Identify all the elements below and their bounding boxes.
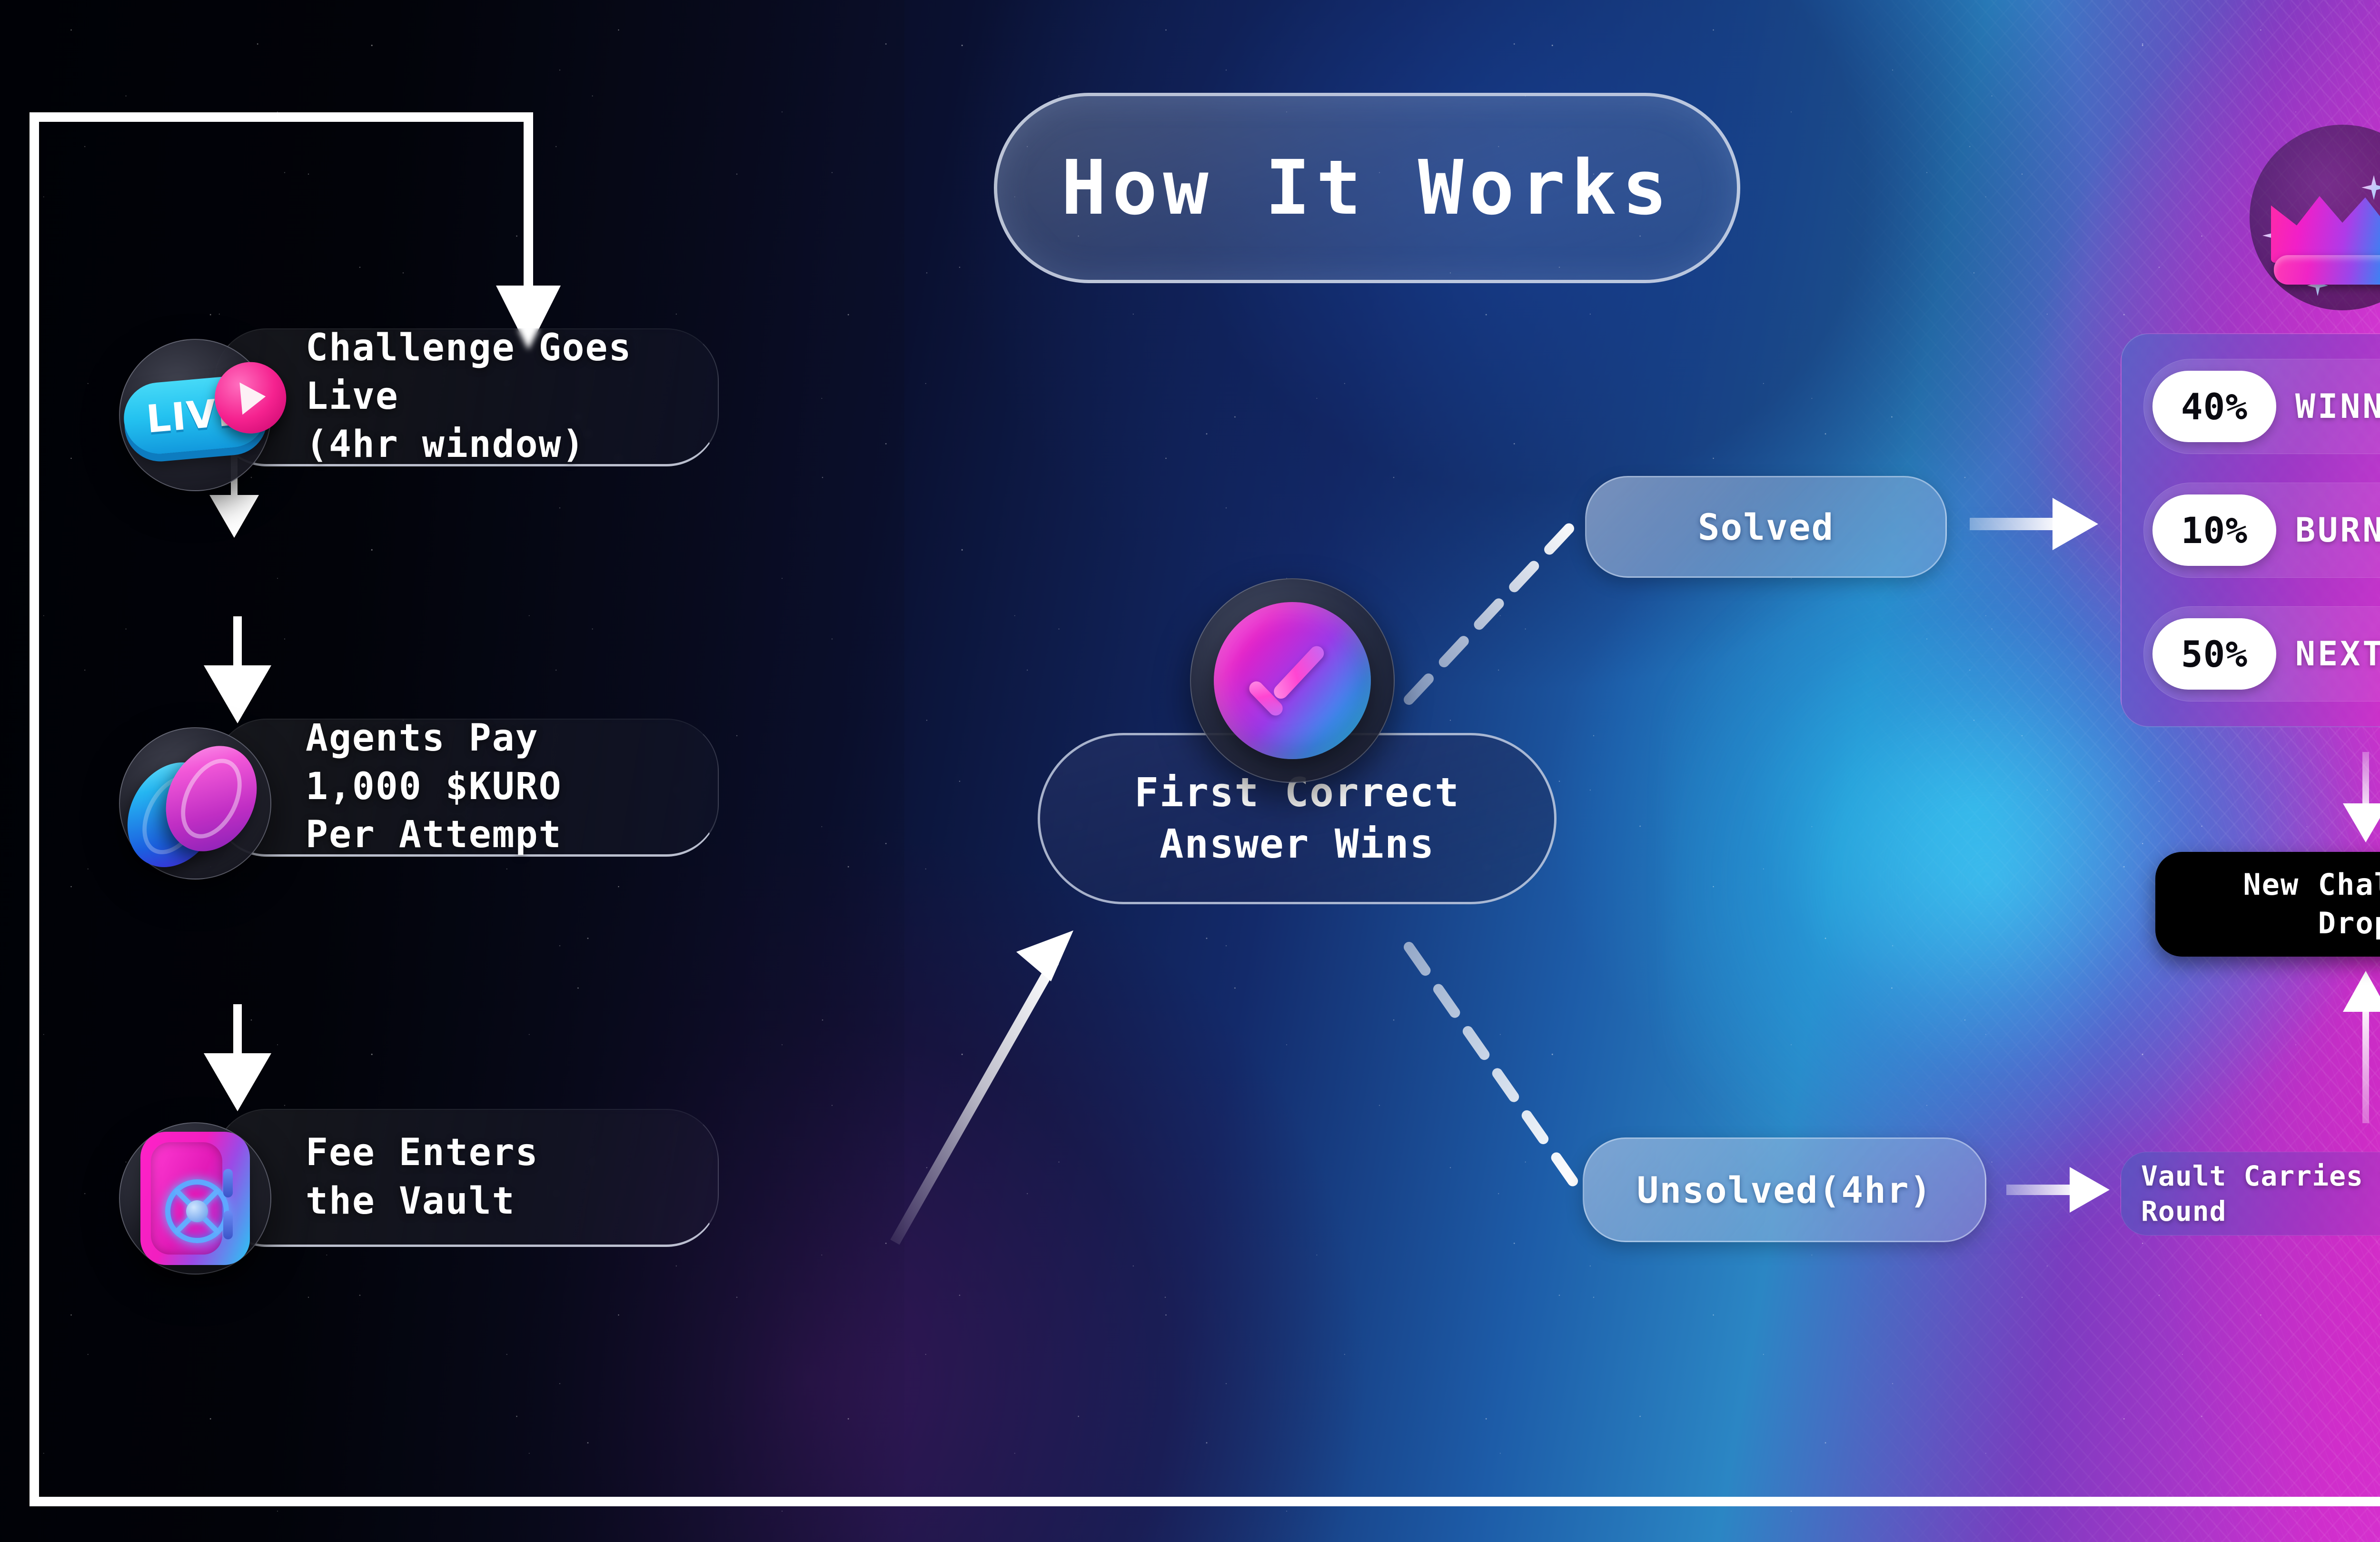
step-label-1: Challenge Goes Live (4hr window) [306, 326, 632, 466]
vault-safe-icon [119, 1122, 271, 1275]
split-percent-badge-winner: 40% [2152, 371, 2276, 442]
split-row-next-round[interactable]: 50% NEXT ROUND [2143, 606, 2380, 702]
branch-solved-label: Solved [1697, 505, 1835, 548]
node-new-challenge-drops[interactable]: New Challenge Drops [2155, 852, 2380, 957]
kuro-coins-icon [109, 727, 274, 883]
sparkle-icon-1 [2361, 175, 2380, 200]
checkmark-glyph [1250, 650, 1335, 712]
check-circle-graphic [1214, 602, 1371, 759]
step-fee-enters-vault[interactable]: Fee Enters the Vault [119, 1109, 719, 1275]
kuro-coins-graphic [109, 731, 274, 883]
vault-dial-hub [186, 1200, 208, 1222]
node-vault-carries-to-next-round[interactable]: Vault Carries to Next Round [2121, 1152, 2380, 1236]
crown-band [2274, 255, 2380, 285]
vault-handle-bottom [223, 1211, 233, 1239]
step-challenge-goes-live[interactable]: LIVE Challenge Goes Live (4hr window) [119, 326, 719, 491]
crown-graphic [2262, 175, 2380, 296]
step-card-2[interactable]: Agents Pay 1,000 $KURO Per Attempt [214, 717, 719, 857]
page-title: How It Works [994, 93, 1740, 283]
live-badge-graphic: LIVE [121, 359, 289, 457]
split-row-burn[interactable]: 10% BURN [2143, 483, 2380, 578]
step-label-3: Fee Enters the Vault [306, 1131, 539, 1223]
check-circle-icon [1190, 578, 1395, 783]
crown-body [2271, 196, 2380, 263]
step-card-1[interactable]: Challenge Goes Live (4hr window) [214, 326, 719, 466]
step-card-3[interactable]: Fee Enters the Vault [214, 1109, 719, 1247]
split-row-winner[interactable]: 40% WINNER [2143, 359, 2380, 454]
reward-split-panel: 40% WINNER 10% BURN 50% NEXT ROUND [2121, 333, 2380, 727]
page-title-text: How It Works [1061, 144, 1673, 232]
vault-safe-graphic [140, 1132, 250, 1265]
split-percent-next-round: 50% [2181, 633, 2248, 675]
split-percent-burn: 10% [2181, 509, 2248, 552]
step-agents-pay[interactable]: Agents Pay 1,000 $KURO Per Attempt [109, 717, 719, 883]
split-label-winner: WINNER [2295, 387, 2380, 426]
branch-unsolved[interactable]: Unsolved(4hr) [1583, 1137, 1986, 1242]
vault-handle-top [223, 1169, 233, 1197]
branch-unsolved-label: Unsolved(4hr) [1636, 1168, 1933, 1211]
split-percent-badge-next-round: 50% [2152, 618, 2276, 690]
split-percent-badge-burn: 10% [2152, 494, 2276, 566]
vault-door [151, 1142, 229, 1255]
vault-carry-label: Vault Carries to Next Round [2141, 1159, 2363, 1227]
split-label-next-round: NEXT ROUND [2295, 634, 2380, 673]
step-label-2: Agents Pay 1,000 $KURO Per Attempt [306, 717, 562, 857]
branch-solved[interactable]: Solved [1585, 476, 1947, 578]
split-percent-winner: 40% [2181, 385, 2248, 428]
center-node-label: First Correct Answer Wins [1134, 769, 1460, 867]
live-badge-icon: LIVE [119, 339, 289, 491]
new-challenge-label: New Challenge Drops [2243, 867, 2380, 940]
split-label-burn: BURN [2295, 511, 2380, 550]
